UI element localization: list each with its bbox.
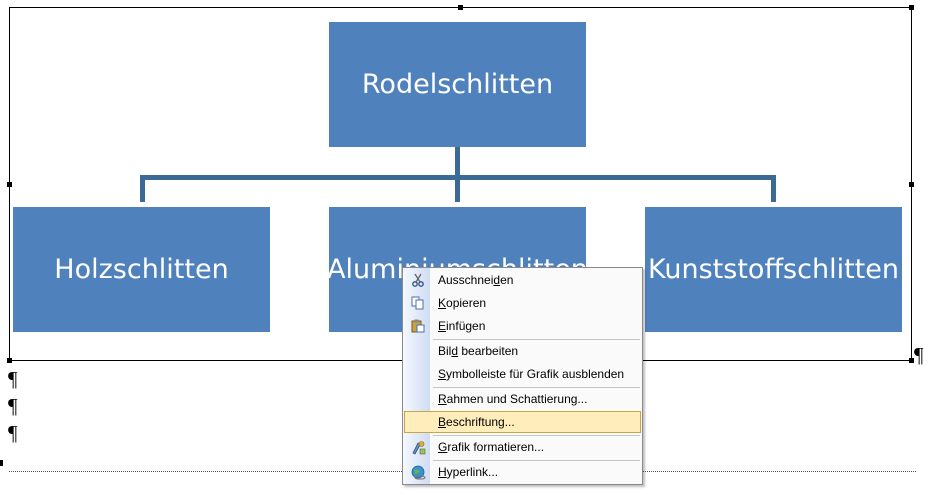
paragraph-mark: ¶ bbox=[8, 421, 18, 445]
menu-separator bbox=[433, 339, 640, 340]
menu-separator bbox=[433, 387, 640, 388]
menu-item-label: Ausschneiden bbox=[438, 273, 514, 287]
menu-item-rahmen-schattierung[interactable]: Rahmen und Schattierung... bbox=[404, 388, 641, 410]
resize-handle-bottom-right[interactable] bbox=[909, 358, 914, 363]
menu-item-label: Kopieren bbox=[438, 296, 487, 310]
menu-item-label: Hyperlink... bbox=[438, 465, 499, 479]
connector-right bbox=[771, 175, 776, 202]
menu-item-label: Symbolleiste für Grafik ausblenden bbox=[438, 367, 625, 381]
format-picture-icon bbox=[410, 439, 426, 455]
resize-handle-top[interactable] bbox=[458, 5, 463, 10]
org-box-kunststoffschlitten[interactable]: Kunststoffschlitten bbox=[645, 207, 902, 332]
copy-icon bbox=[410, 295, 426, 311]
paste-icon bbox=[410, 318, 426, 334]
menu-item-label: Bild bearbeiten bbox=[438, 344, 519, 358]
menu-item-ausschneiden[interactable]: Ausschneiden bbox=[404, 269, 641, 291]
menu-item-kopieren[interactable]: Kopieren bbox=[404, 292, 641, 314]
paragraph-mark: ¶ bbox=[914, 343, 924, 367]
context-menu: Ausschneiden Kopieren Einfügen Bild bear… bbox=[402, 267, 643, 485]
resize-handle-left[interactable] bbox=[7, 182, 12, 187]
connector-trunk bbox=[455, 147, 460, 202]
margin-marker bbox=[0, 460, 3, 466]
menu-item-label: Rahmen und Schattierung... bbox=[438, 392, 588, 406]
menu-item-symbolleiste-ausblenden[interactable]: Symbolleiste für Grafik ausblenden bbox=[404, 363, 641, 385]
menu-item-beschriftung[interactable]: Beschriftung... bbox=[404, 411, 641, 433]
org-box-root[interactable]: Rodelschlitten bbox=[329, 22, 586, 147]
connector-bar bbox=[140, 175, 776, 180]
org-box-holzschlitten[interactable]: Holzschlitten bbox=[13, 207, 270, 332]
menu-item-einfuegen[interactable]: Einfügen bbox=[404, 315, 641, 337]
paragraph-mark: ¶ bbox=[8, 394, 18, 418]
menu-item-grafik-formatieren[interactable]: Grafik formatieren... bbox=[404, 436, 641, 458]
hyperlink-icon bbox=[410, 464, 426, 480]
menu-item-hyperlink[interactable]: Hyperlink... bbox=[404, 461, 641, 483]
resize-handle-right[interactable] bbox=[909, 182, 914, 187]
menu-item-bild-bearbeiten[interactable]: Bild bearbeiten bbox=[404, 340, 641, 362]
connector-left bbox=[140, 175, 145, 202]
menu-item-label: Grafik formatieren... bbox=[438, 440, 545, 454]
menu-item-label: Einfügen bbox=[438, 319, 486, 333]
menu-separator bbox=[433, 435, 640, 436]
scissors-icon bbox=[410, 272, 426, 288]
menu-separator bbox=[433, 460, 640, 461]
resize-handle-bottom-left[interactable] bbox=[7, 358, 12, 363]
resize-handle-top-right[interactable] bbox=[909, 5, 914, 10]
menu-item-label: Beschriftung... bbox=[438, 415, 515, 429]
paragraph-mark: ¶ bbox=[8, 367, 18, 391]
